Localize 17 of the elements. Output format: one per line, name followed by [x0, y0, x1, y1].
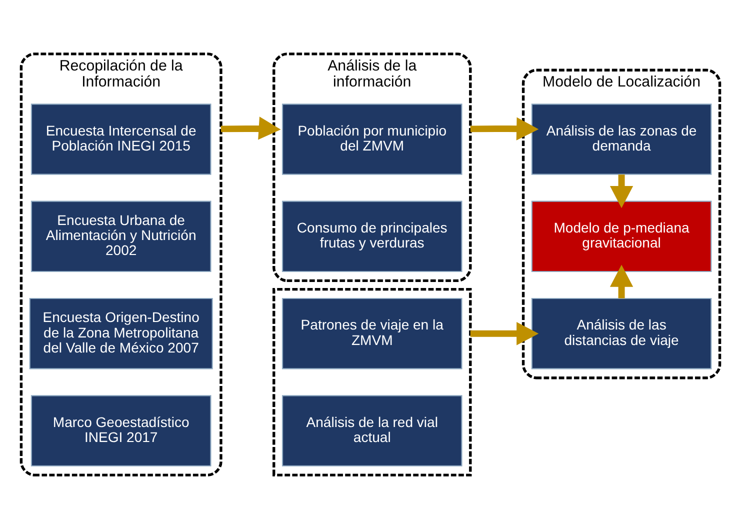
node-box: Análisis de las distancias de viaje [531, 298, 712, 370]
arrow [610, 264, 634, 298]
node-box: Marco Geoestadístico INEGI 2017 [30, 395, 212, 466]
node-box: Encuesta Urbana de Alimentación y Nutrición 2002 [30, 200, 212, 272]
node-box: Encuesta Origen-Destino de la Zona Metropolitana del Valle de México 2007 [29, 298, 213, 370]
node-box: Población por municipio del ZMVM [282, 104, 462, 175]
cluster [272, 288, 472, 476]
arrow [470, 117, 539, 140]
node-box: Análisis de las zonas de demanda [531, 104, 712, 175]
arrow [470, 322, 539, 346]
arrow [610, 174, 634, 208]
node-box: Patrones de viaje en la ZMVM [282, 298, 462, 370]
arrow [220, 116, 281, 140]
node-box: Consumo de principales frutas y verduras [282, 200, 462, 272]
node-box: Encuesta Intercensal de Población INEGI 2015 [30, 104, 212, 175]
node-box: Análisis de la red vial actual [282, 395, 462, 466]
node-box: Modelo de p-mediana gravitacional [531, 200, 712, 272]
